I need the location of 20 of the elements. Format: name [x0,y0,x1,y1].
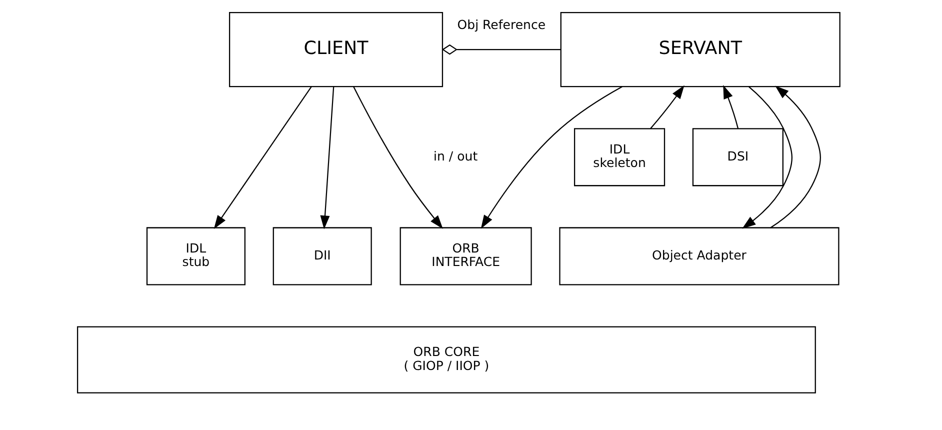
node-box: DSI [692,128,784,186]
node-box: IDL stub [146,227,246,286]
arrow [214,86,312,229]
node-box: CLIENT [229,12,444,88]
node-box: SERVANT [560,12,840,88]
label: in / out [434,148,478,164]
arrow [320,86,334,230]
edge-label: Obj Reference [457,16,546,32]
arrow [480,86,622,229]
node-box: ORB CORE ( GIOP / IIOP ) [76,326,816,394]
arrow [770,86,821,228]
arrow [742,86,792,229]
node-box: Object Adapter [559,227,840,286]
arrow [353,86,443,229]
connector [442,44,561,55]
node-box: ORB INTERFACE [400,227,532,286]
arrow [650,85,684,129]
arrow [723,85,739,129]
node-box: IDL skeleton [574,128,666,186]
node-box: DII [272,227,372,286]
